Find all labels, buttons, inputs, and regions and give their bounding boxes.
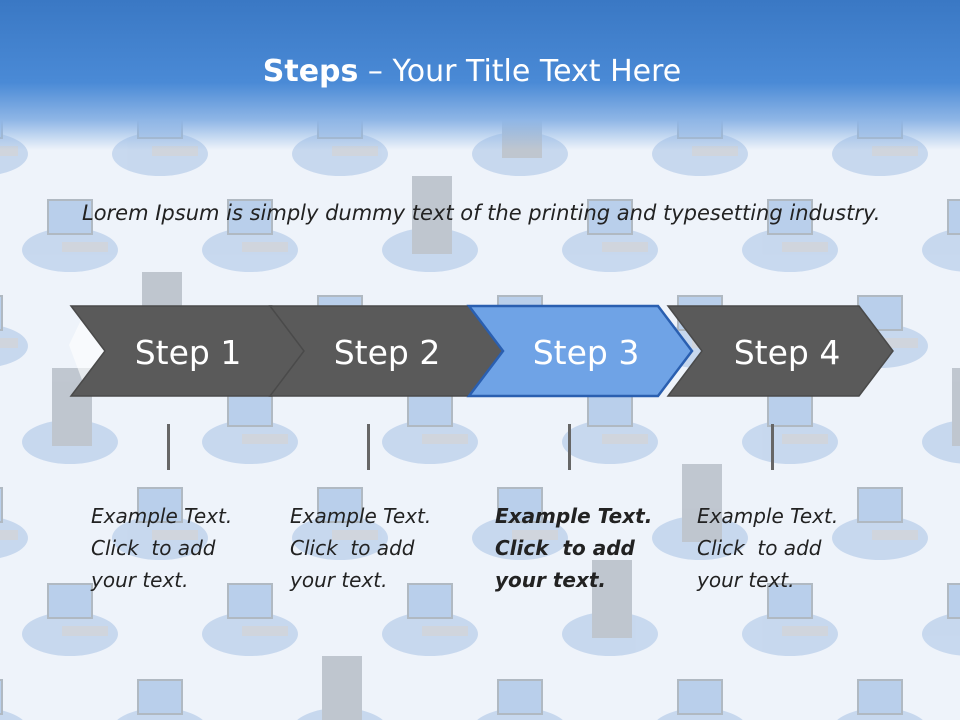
computer-icon — [837, 679, 923, 720]
computer-icon — [202, 391, 298, 464]
computer-icon — [22, 583, 118, 656]
computer-icon — [562, 199, 658, 272]
computer-icon — [202, 583, 298, 656]
server-tower-icon — [382, 176, 478, 272]
step-4-text[interactable]: Example Text. Click to add your text. — [697, 500, 867, 596]
step-2-connector — [367, 424, 370, 470]
step-1-line-3: your text. — [91, 568, 189, 592]
computer-icon — [382, 583, 478, 656]
step-4-line-3: your text. — [697, 568, 795, 592]
step-1-chevron[interactable]: Step 1 — [69, 305, 307, 397]
computer-icon — [922, 583, 960, 656]
step-1-line-2: Click to add — [91, 536, 216, 560]
step-1-text[interactable]: Example Text. Click to add your text. — [91, 500, 261, 596]
step-3-label: Step 3 — [533, 333, 640, 372]
computer-icon — [117, 679, 203, 720]
title-rest: – Your Title Text Here — [358, 54, 682, 89]
step-3-line-3: your text. — [495, 568, 607, 592]
step-2-text[interactable]: Example Text. Click to add your text. — [290, 500, 460, 596]
computer-icon — [742, 199, 838, 272]
page-title[interactable]: Steps – Your Title Text Here — [0, 54, 944, 89]
server-tower-icon — [922, 368, 960, 464]
computer-icon — [0, 679, 23, 720]
computer-icon — [202, 199, 298, 272]
computer-icon — [742, 583, 838, 656]
header-bar — [0, 0, 960, 150]
step-2-chevron[interactable]: Step 2 — [268, 305, 506, 397]
step-3-line-2: Click to add — [495, 536, 635, 560]
computer-icon — [0, 295, 28, 366]
computer-icon — [22, 199, 118, 272]
computer-icon — [472, 487, 568, 560]
computer-icon — [0, 487, 28, 558]
step-3-connector — [568, 424, 571, 470]
computer-icon — [657, 679, 743, 720]
computer-icon — [477, 679, 563, 720]
step-3-line-1: Example Text. — [495, 504, 653, 528]
server-tower-icon — [652, 464, 748, 560]
step-2-line-3: your text. — [290, 568, 388, 592]
step-1-label: Step 1 — [135, 333, 242, 372]
step-1-line-1: Example Text. — [91, 504, 233, 528]
server-tower-icon — [562, 560, 658, 656]
step-4-label: Step 4 — [734, 333, 841, 372]
step-2-label: Step 2 — [334, 333, 441, 372]
title-strong: Steps — [262, 54, 359, 89]
computer-icon — [292, 487, 388, 560]
step-1-connector — [167, 424, 170, 470]
computer-icon — [562, 391, 658, 464]
intro-text[interactable]: Lorem Ipsum is simply dummy text of the … — [82, 201, 881, 225]
step-4-line-1: Example Text. — [697, 504, 839, 528]
step-2-line-2: Click to add — [290, 536, 415, 560]
step-4-line-2: Click to add — [697, 536, 822, 560]
server-tower-icon — [297, 656, 383, 720]
computer-icon — [922, 199, 960, 272]
step-4-connector — [771, 424, 774, 470]
computer-icon — [382, 391, 478, 464]
step-4-chevron[interactable]: Step 4 — [666, 305, 894, 397]
computer-icon — [742, 391, 838, 464]
step-3-chevron[interactable]: Step 3 — [466, 304, 694, 398]
step-3-text[interactable]: Example Text. Click to add your text. — [495, 500, 665, 596]
step-2-line-1: Example Text. — [290, 504, 432, 528]
computer-icon — [112, 487, 208, 560]
computer-icon — [832, 487, 928, 560]
